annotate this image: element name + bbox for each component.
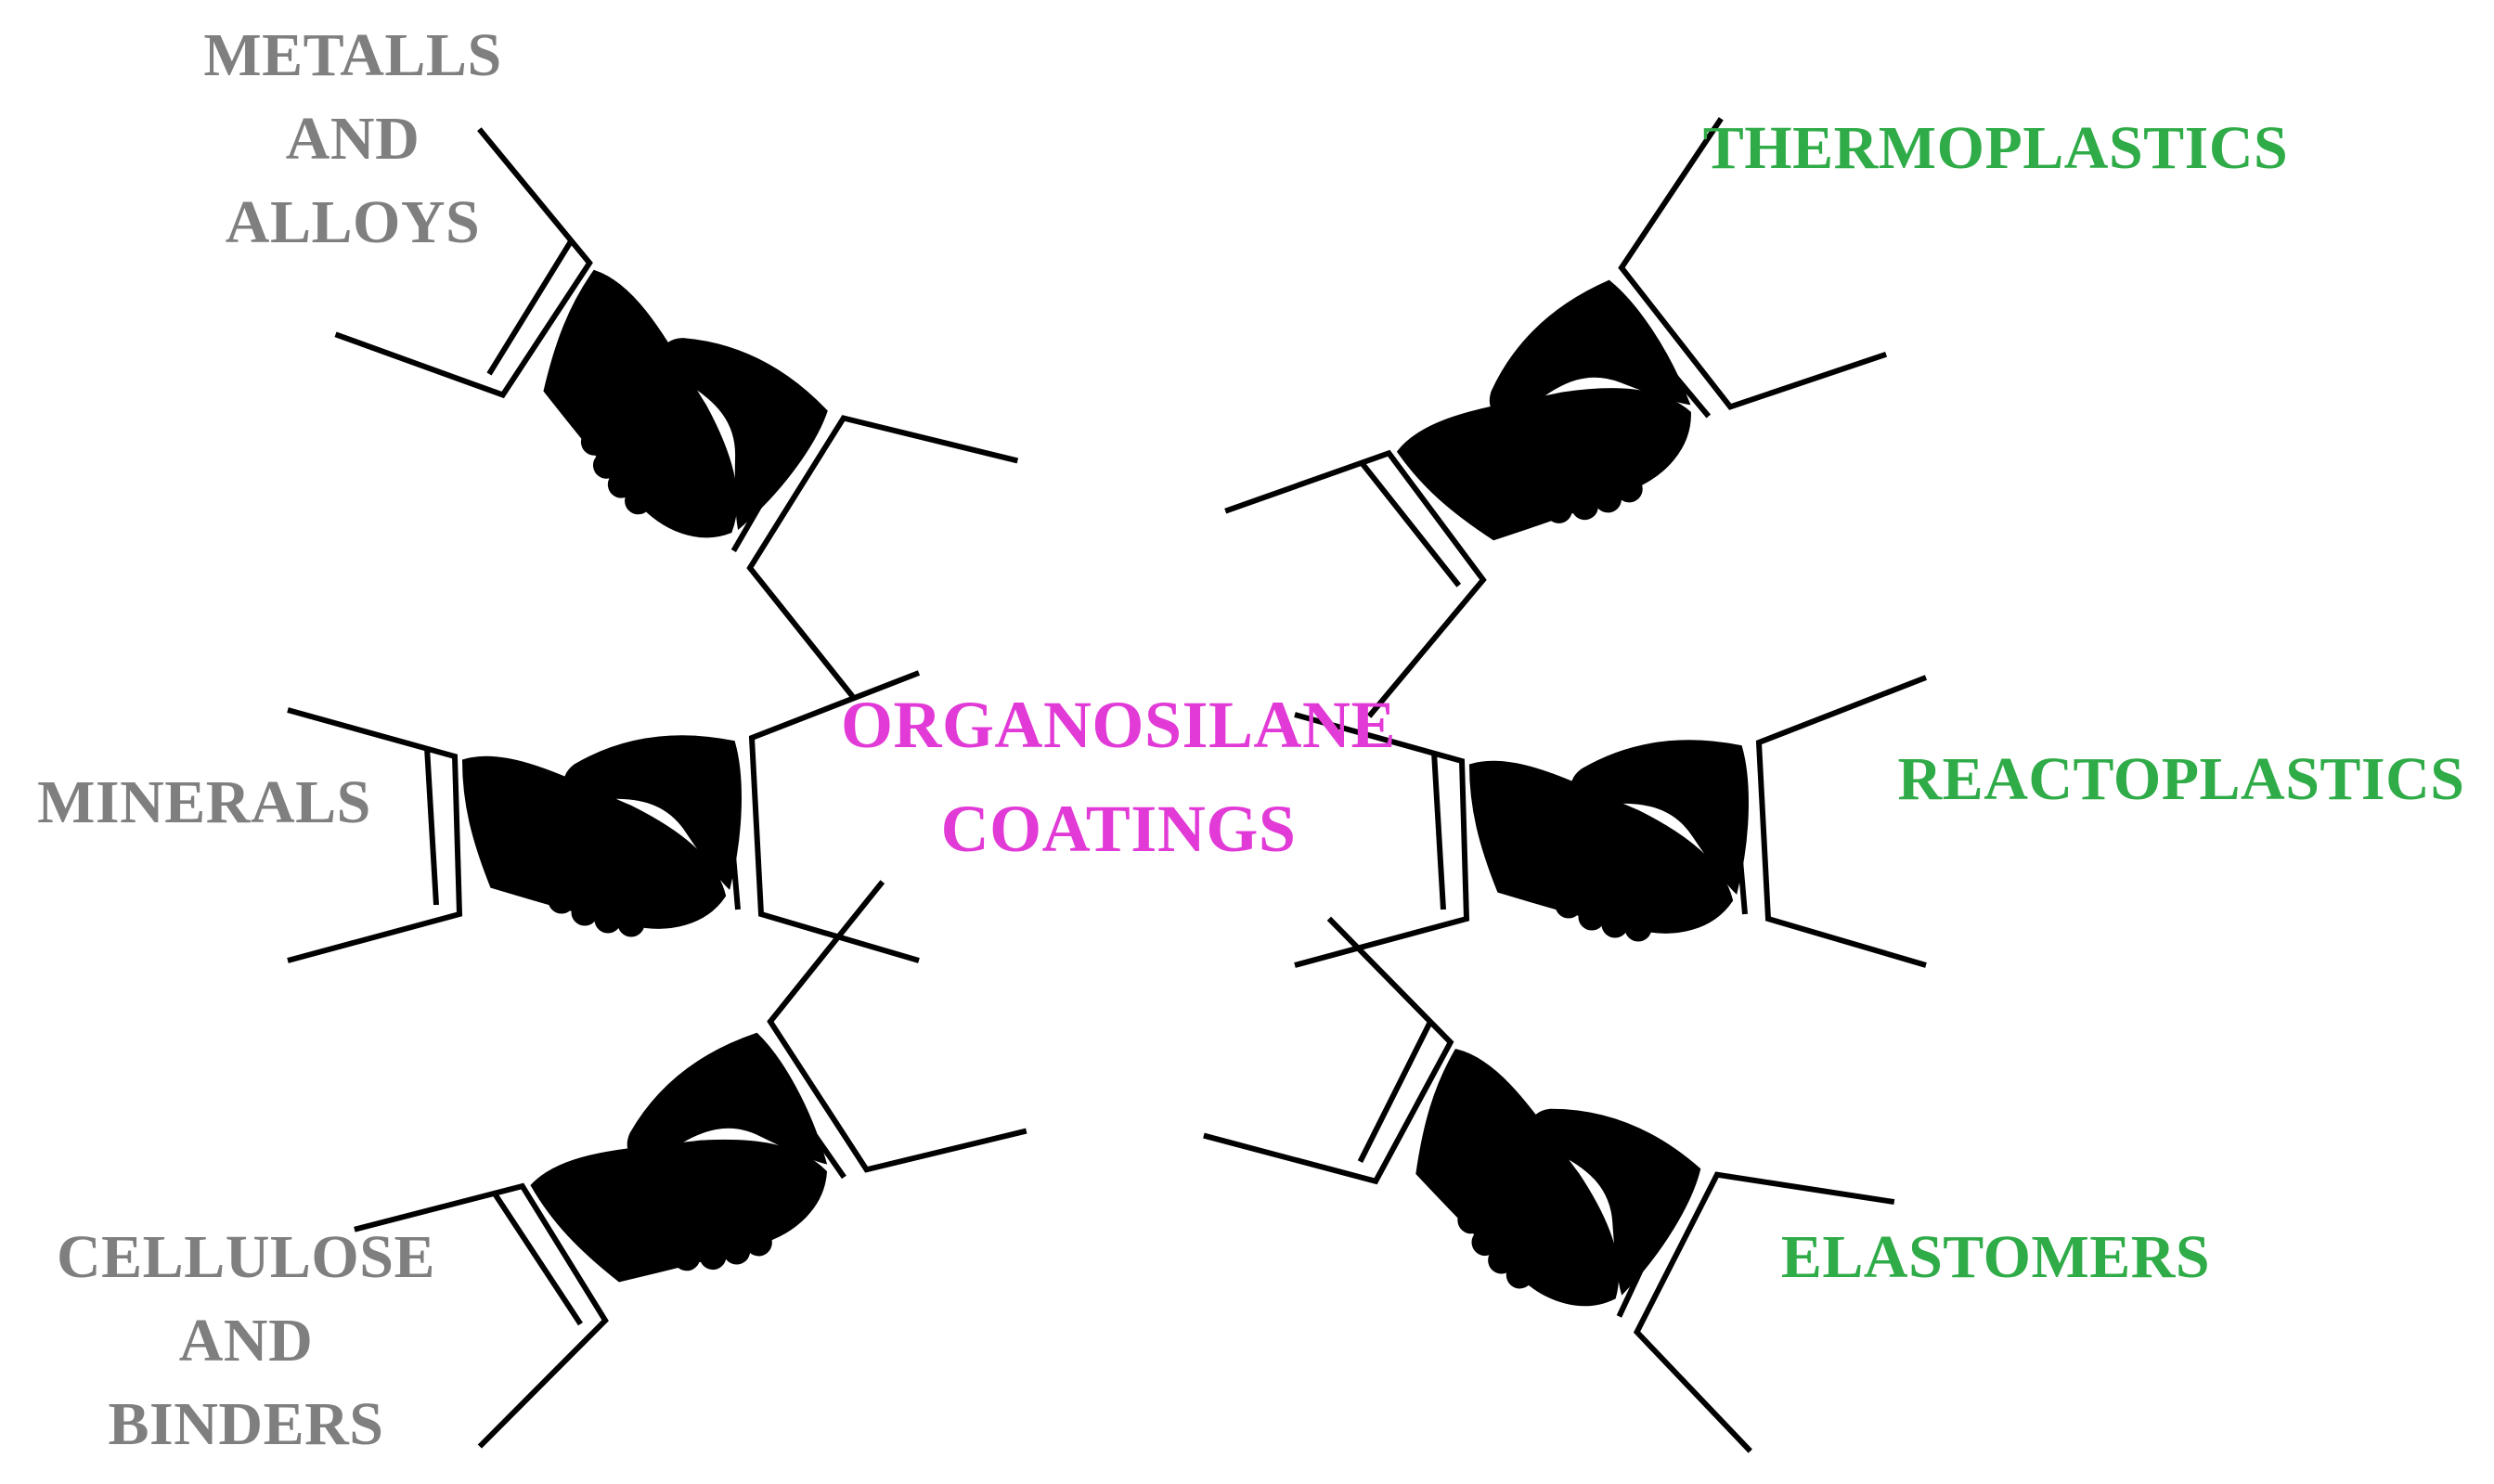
label-line: CELLULOSE	[57, 1223, 435, 1291]
label-minerals: MINERALS	[23, 761, 385, 845]
label-line: ALLOYS	[225, 188, 481, 256]
label-line: AND	[285, 105, 420, 173]
label-reactoplastics: REACTOPLASTICS	[1889, 738, 2474, 821]
label-line: THERMOPLASTICS	[1702, 114, 2289, 182]
label-line: BINDERS	[108, 1390, 384, 1458]
label-elastomers: ELASTOMERS	[1773, 1216, 2218, 1299]
label-thermoplastics: THERMOPLASTICS	[1694, 107, 2297, 190]
center-title: ORGANOSILANE COATINGS	[835, 673, 1402, 881]
label-cellulose-binders: CELLULOSE AND BINDERS	[51, 1216, 441, 1466]
label-metals-alloys: METALLS AND ALLOYS	[186, 14, 520, 265]
label-line: AND	[178, 1307, 314, 1374]
handshake-icon	[1204, 886, 1894, 1451]
label-line: ELASTOMERS	[1780, 1223, 2211, 1291]
center-title-line: COATINGS	[940, 792, 1297, 866]
center-title-line: ORGANOSILANE	[840, 688, 1397, 762]
label-line: METALLS	[203, 21, 502, 89]
label-line: REACTOPLASTICS	[1897, 745, 2465, 813]
handshake-icon	[1204, 119, 1886, 716]
label-line: MINERALS	[37, 768, 371, 836]
